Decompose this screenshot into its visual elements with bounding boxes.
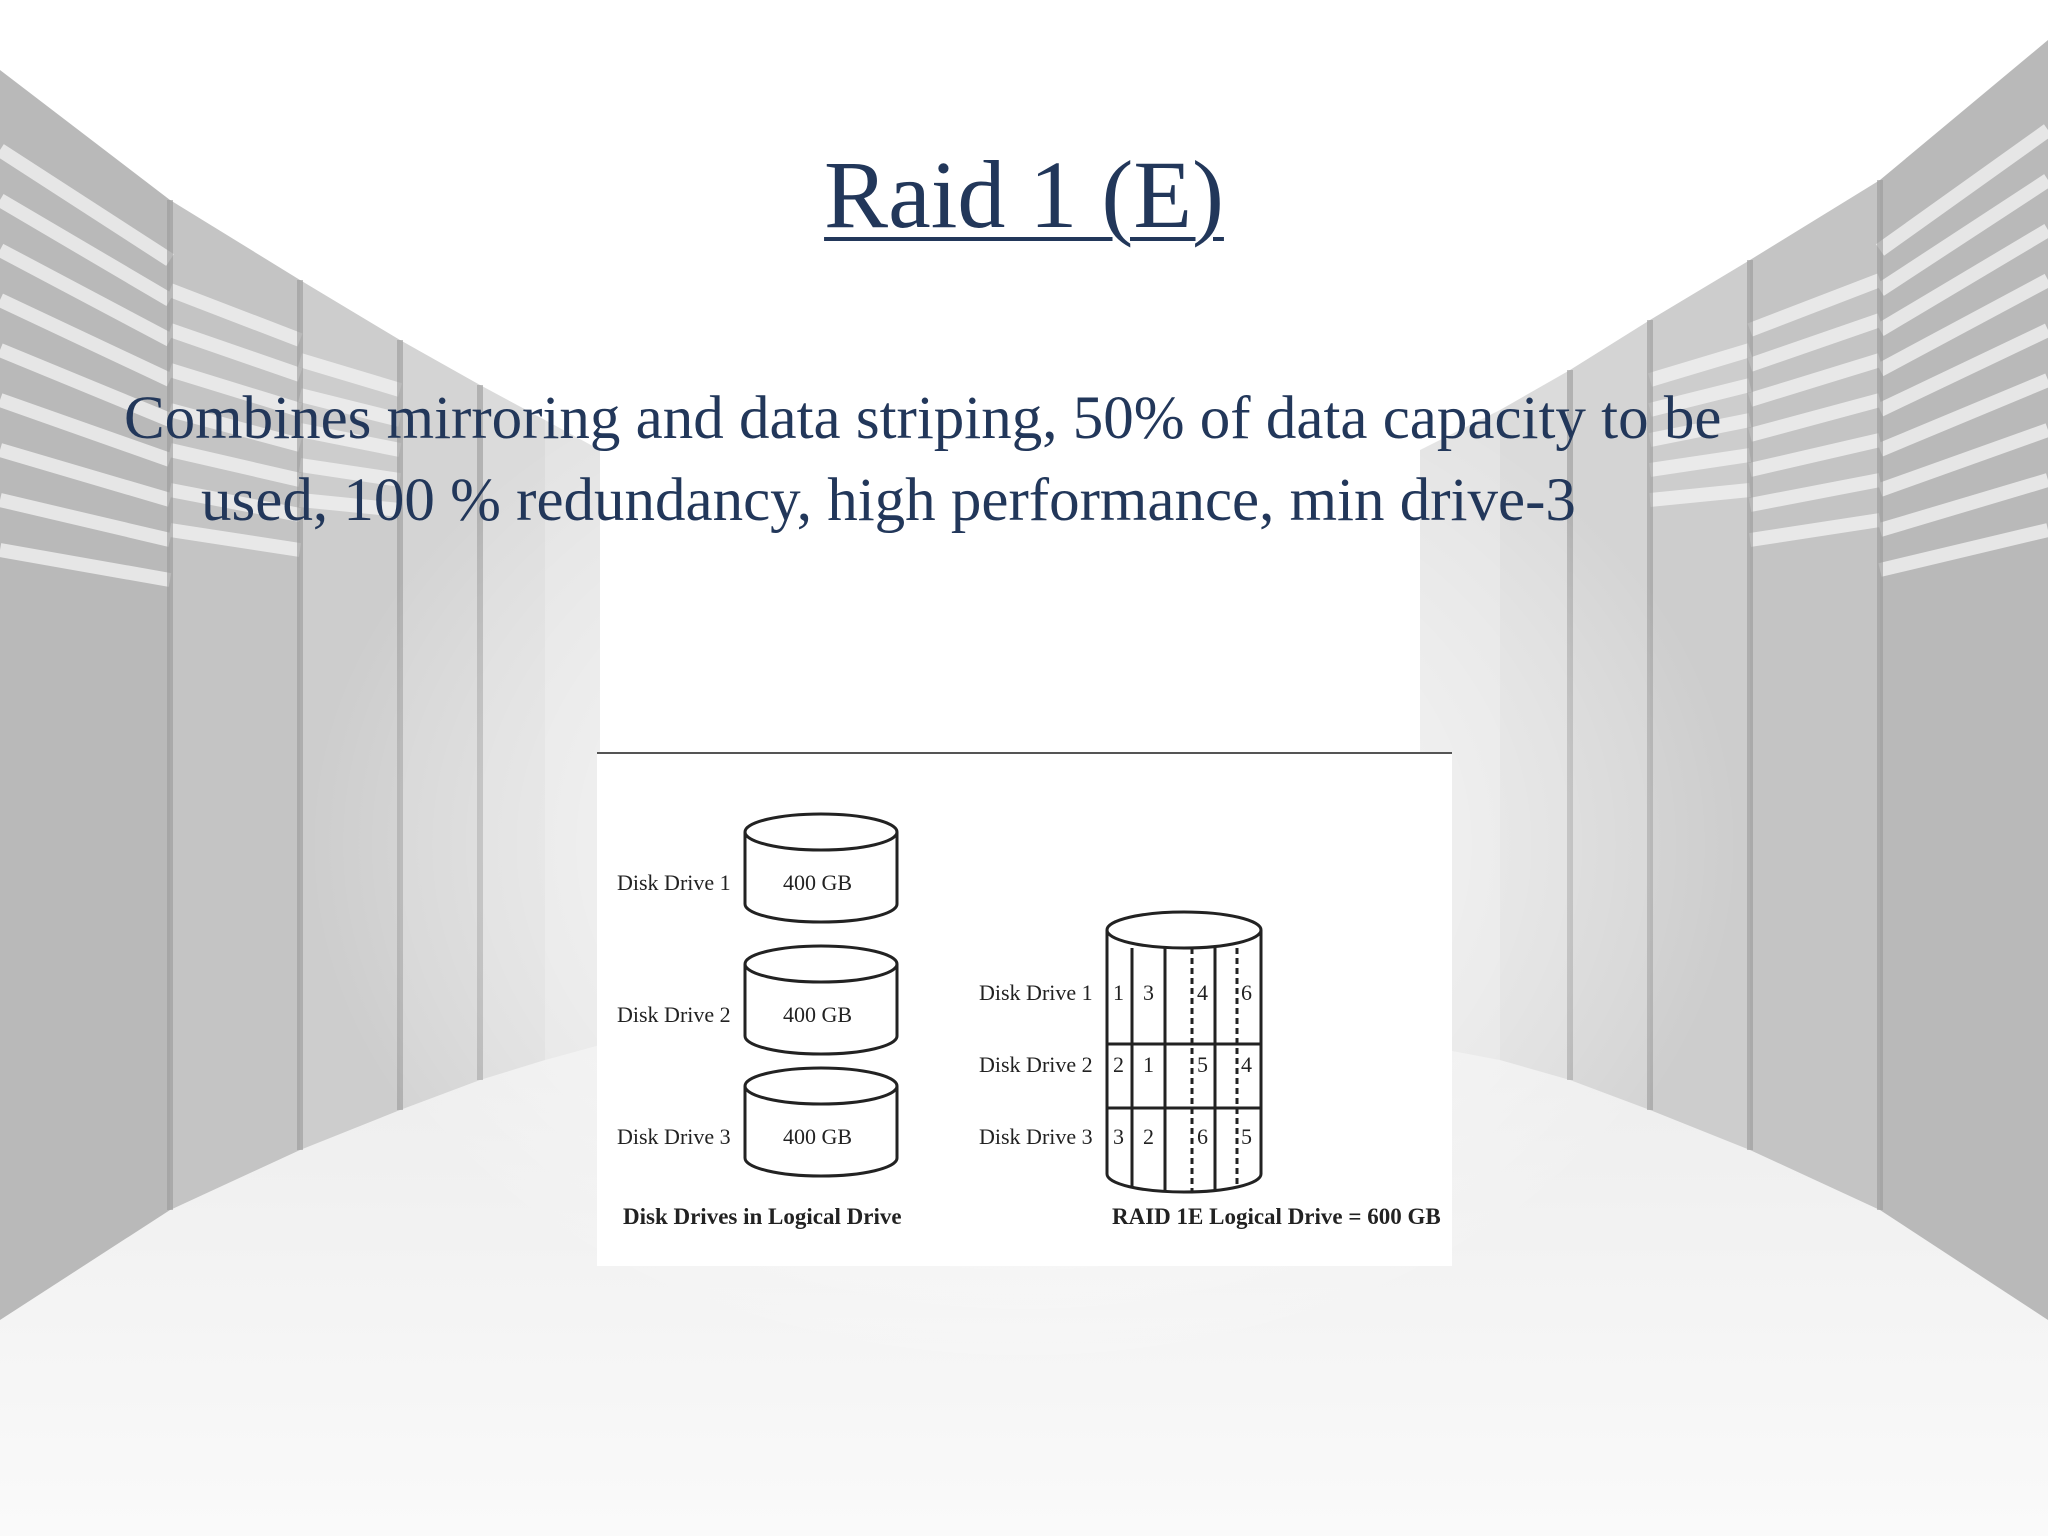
raid-1e-diagram: Disk Drive 1 400 GB Disk Drive 2 400 GB … bbox=[597, 752, 1452, 1266]
left-drive-2-label: Disk Drive 2 bbox=[617, 1002, 731, 1027]
stripe-block: 3 bbox=[1113, 1124, 1124, 1149]
left-drive-2-capacity: 400 GB bbox=[783, 1002, 852, 1027]
body-line-1: Combines mirroring and data striping, 50… bbox=[124, 385, 1722, 452]
stripe-block: 1 bbox=[1143, 1052, 1154, 1077]
right-drive-1-label: Disk Drive 1 bbox=[979, 980, 1093, 1005]
stripe-block: 5 bbox=[1197, 1052, 1208, 1077]
left-drive-1-label: Disk Drive 1 bbox=[617, 870, 731, 895]
stripe-block: 5 bbox=[1241, 1124, 1252, 1149]
left-drive-1-capacity: 400 GB bbox=[783, 870, 852, 895]
stripe-block: 4 bbox=[1197, 980, 1208, 1005]
left-drive-3-label: Disk Drive 3 bbox=[617, 1124, 731, 1149]
stripe-block: 6 bbox=[1241, 980, 1252, 1005]
stripe-block: 6 bbox=[1197, 1124, 1208, 1149]
right-drive-3-label: Disk Drive 3 bbox=[979, 1124, 1093, 1149]
slide-body-text: Combines mirroring and data striping, 50… bbox=[124, 378, 1924, 542]
stripe-block: 3 bbox=[1143, 980, 1154, 1005]
disk-cylinder-1 bbox=[743, 812, 899, 924]
right-panel-caption: RAID 1E Logical Drive = 600 GB bbox=[1112, 1204, 1441, 1229]
right-panel-cylinder bbox=[1105, 910, 1263, 1194]
slide-title: Raid 1 (E) bbox=[824, 141, 1224, 248]
body-line-2: used, 100 % redundancy, high performance… bbox=[201, 467, 1576, 534]
disk-cylinder-2 bbox=[743, 944, 899, 1056]
right-drive-2-label: Disk Drive 2 bbox=[979, 1052, 1093, 1077]
raid-1e-diagram-svg: Disk Drive 1 400 GB Disk Drive 2 400 GB … bbox=[617, 812, 1441, 1229]
left-drive-3-capacity: 400 GB bbox=[783, 1124, 852, 1149]
left-panel-disks bbox=[743, 812, 899, 1178]
disk-cylinder-3 bbox=[743, 1066, 899, 1178]
stripe-block: 2 bbox=[1113, 1052, 1124, 1077]
stripe-block: 1 bbox=[1113, 980, 1124, 1005]
stripe-block: 2 bbox=[1143, 1124, 1154, 1149]
stripe-block: 4 bbox=[1241, 1052, 1252, 1077]
left-panel-caption: Disk Drives in Logical Drive bbox=[623, 1204, 902, 1229]
